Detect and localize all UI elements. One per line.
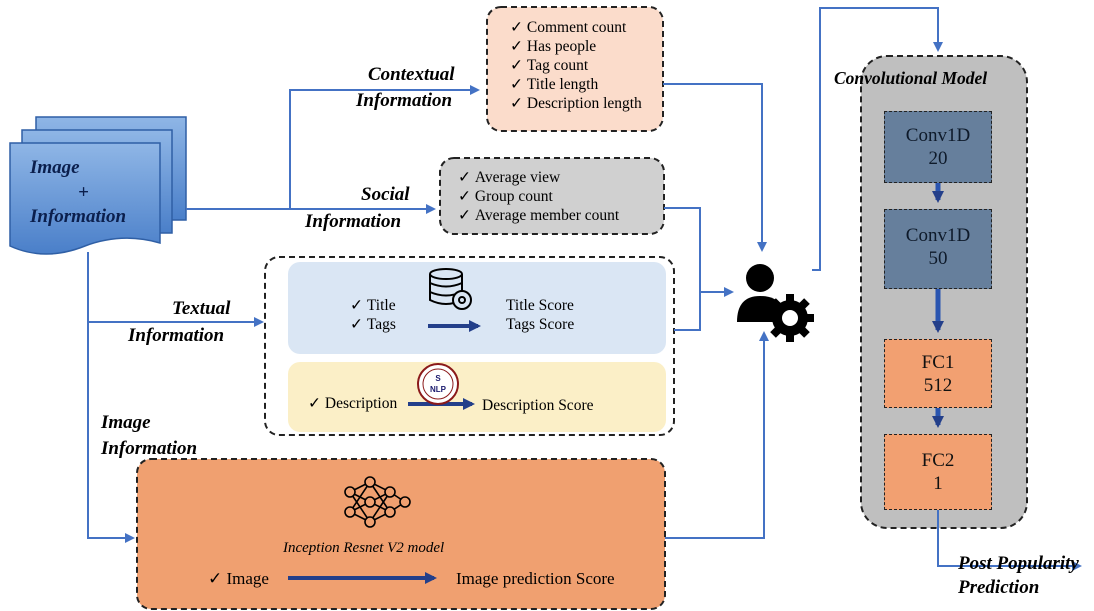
user-gear-icon bbox=[737, 264, 814, 342]
contextual-item: Tag count bbox=[510, 56, 642, 75]
feature-connectors bbox=[663, 7, 1082, 571]
social-item: Average view bbox=[458, 168, 619, 187]
conv1d-layer-2: Conv1D 50 bbox=[884, 209, 992, 289]
source-line1: Image bbox=[30, 157, 80, 178]
tags-score: Tags Score bbox=[506, 316, 575, 333]
layer-name: FC2 bbox=[921, 450, 955, 471]
nlp-logo-icon: S NLP bbox=[417, 363, 459, 405]
image-box bbox=[136, 458, 666, 610]
image-label-line2: Information bbox=[101, 438, 198, 459]
contextual-item: Title length bbox=[510, 75, 642, 94]
description-item: Description bbox=[308, 394, 397, 413]
image-input-item: Image bbox=[208, 568, 269, 589]
image-label-line1: Image bbox=[101, 412, 151, 433]
layer-units: 20 bbox=[928, 148, 948, 169]
social-label-line1: Social bbox=[361, 184, 410, 205]
output-label-line1: Post Popularity bbox=[958, 553, 1079, 574]
layer-units: 50 bbox=[928, 248, 948, 269]
layer-name: Conv1D bbox=[905, 225, 971, 246]
description-score: Description Score bbox=[482, 397, 594, 414]
output-label-line2: Prediction bbox=[958, 577, 1040, 598]
contextual-label-line1: Contextual bbox=[368, 64, 455, 85]
image-input-list: Image bbox=[208, 568, 269, 589]
title-score: Title Score bbox=[506, 297, 574, 314]
source-line3: Information bbox=[30, 206, 127, 227]
source-line2: + bbox=[78, 182, 89, 203]
social-label-line2: Information bbox=[305, 211, 402, 232]
contextual-item: Comment count bbox=[510, 18, 642, 37]
contextual-item: Has people bbox=[510, 37, 642, 56]
social-item: Average member count bbox=[458, 206, 619, 225]
textual-label-line1: Textual bbox=[172, 298, 231, 319]
fc1-layer: FC1 512 bbox=[884, 339, 992, 408]
neural-network-icon bbox=[344, 476, 411, 528]
description-list: Description bbox=[308, 394, 397, 413]
document-stack-icon bbox=[9, 116, 187, 255]
database-gear-icon bbox=[429, 268, 472, 310]
nlp-logo-letter-s: S bbox=[435, 374, 441, 383]
nlp-logo-letters: NLP bbox=[430, 385, 447, 394]
textual-description-panel bbox=[288, 362, 666, 432]
model-name: Inception Resnet V2 model bbox=[283, 540, 445, 556]
conv1d-layer-1: Conv1D 20 bbox=[884, 111, 992, 183]
contextual-list: Comment count Has people Tag count Title… bbox=[510, 18, 642, 113]
social-list: Average view Group count Average member … bbox=[458, 168, 619, 225]
layer-units: 512 bbox=[923, 375, 953, 396]
social-item: Group count bbox=[458, 187, 619, 206]
layer-name: FC1 bbox=[921, 352, 955, 373]
source-connectors bbox=[87, 85, 480, 543]
fc2-layer: FC2 1 bbox=[884, 434, 992, 510]
contextual-item: Description length bbox=[510, 94, 642, 113]
textual-item-title: Title bbox=[350, 296, 396, 315]
textual-item-list: Title Tags bbox=[350, 296, 396, 334]
textual-item-tags: Tags bbox=[350, 315, 396, 334]
textual-label-line2: Information bbox=[128, 325, 225, 346]
layer-units: 1 bbox=[933, 473, 943, 494]
layer-name: Conv1D bbox=[905, 125, 971, 146]
textual-metadata-panel bbox=[288, 262, 666, 354]
image-prediction-score: Image prediction Score bbox=[456, 569, 615, 588]
contextual-label-line2: Information bbox=[356, 90, 453, 111]
conv-model-title: Convolutional Model bbox=[834, 68, 988, 88]
